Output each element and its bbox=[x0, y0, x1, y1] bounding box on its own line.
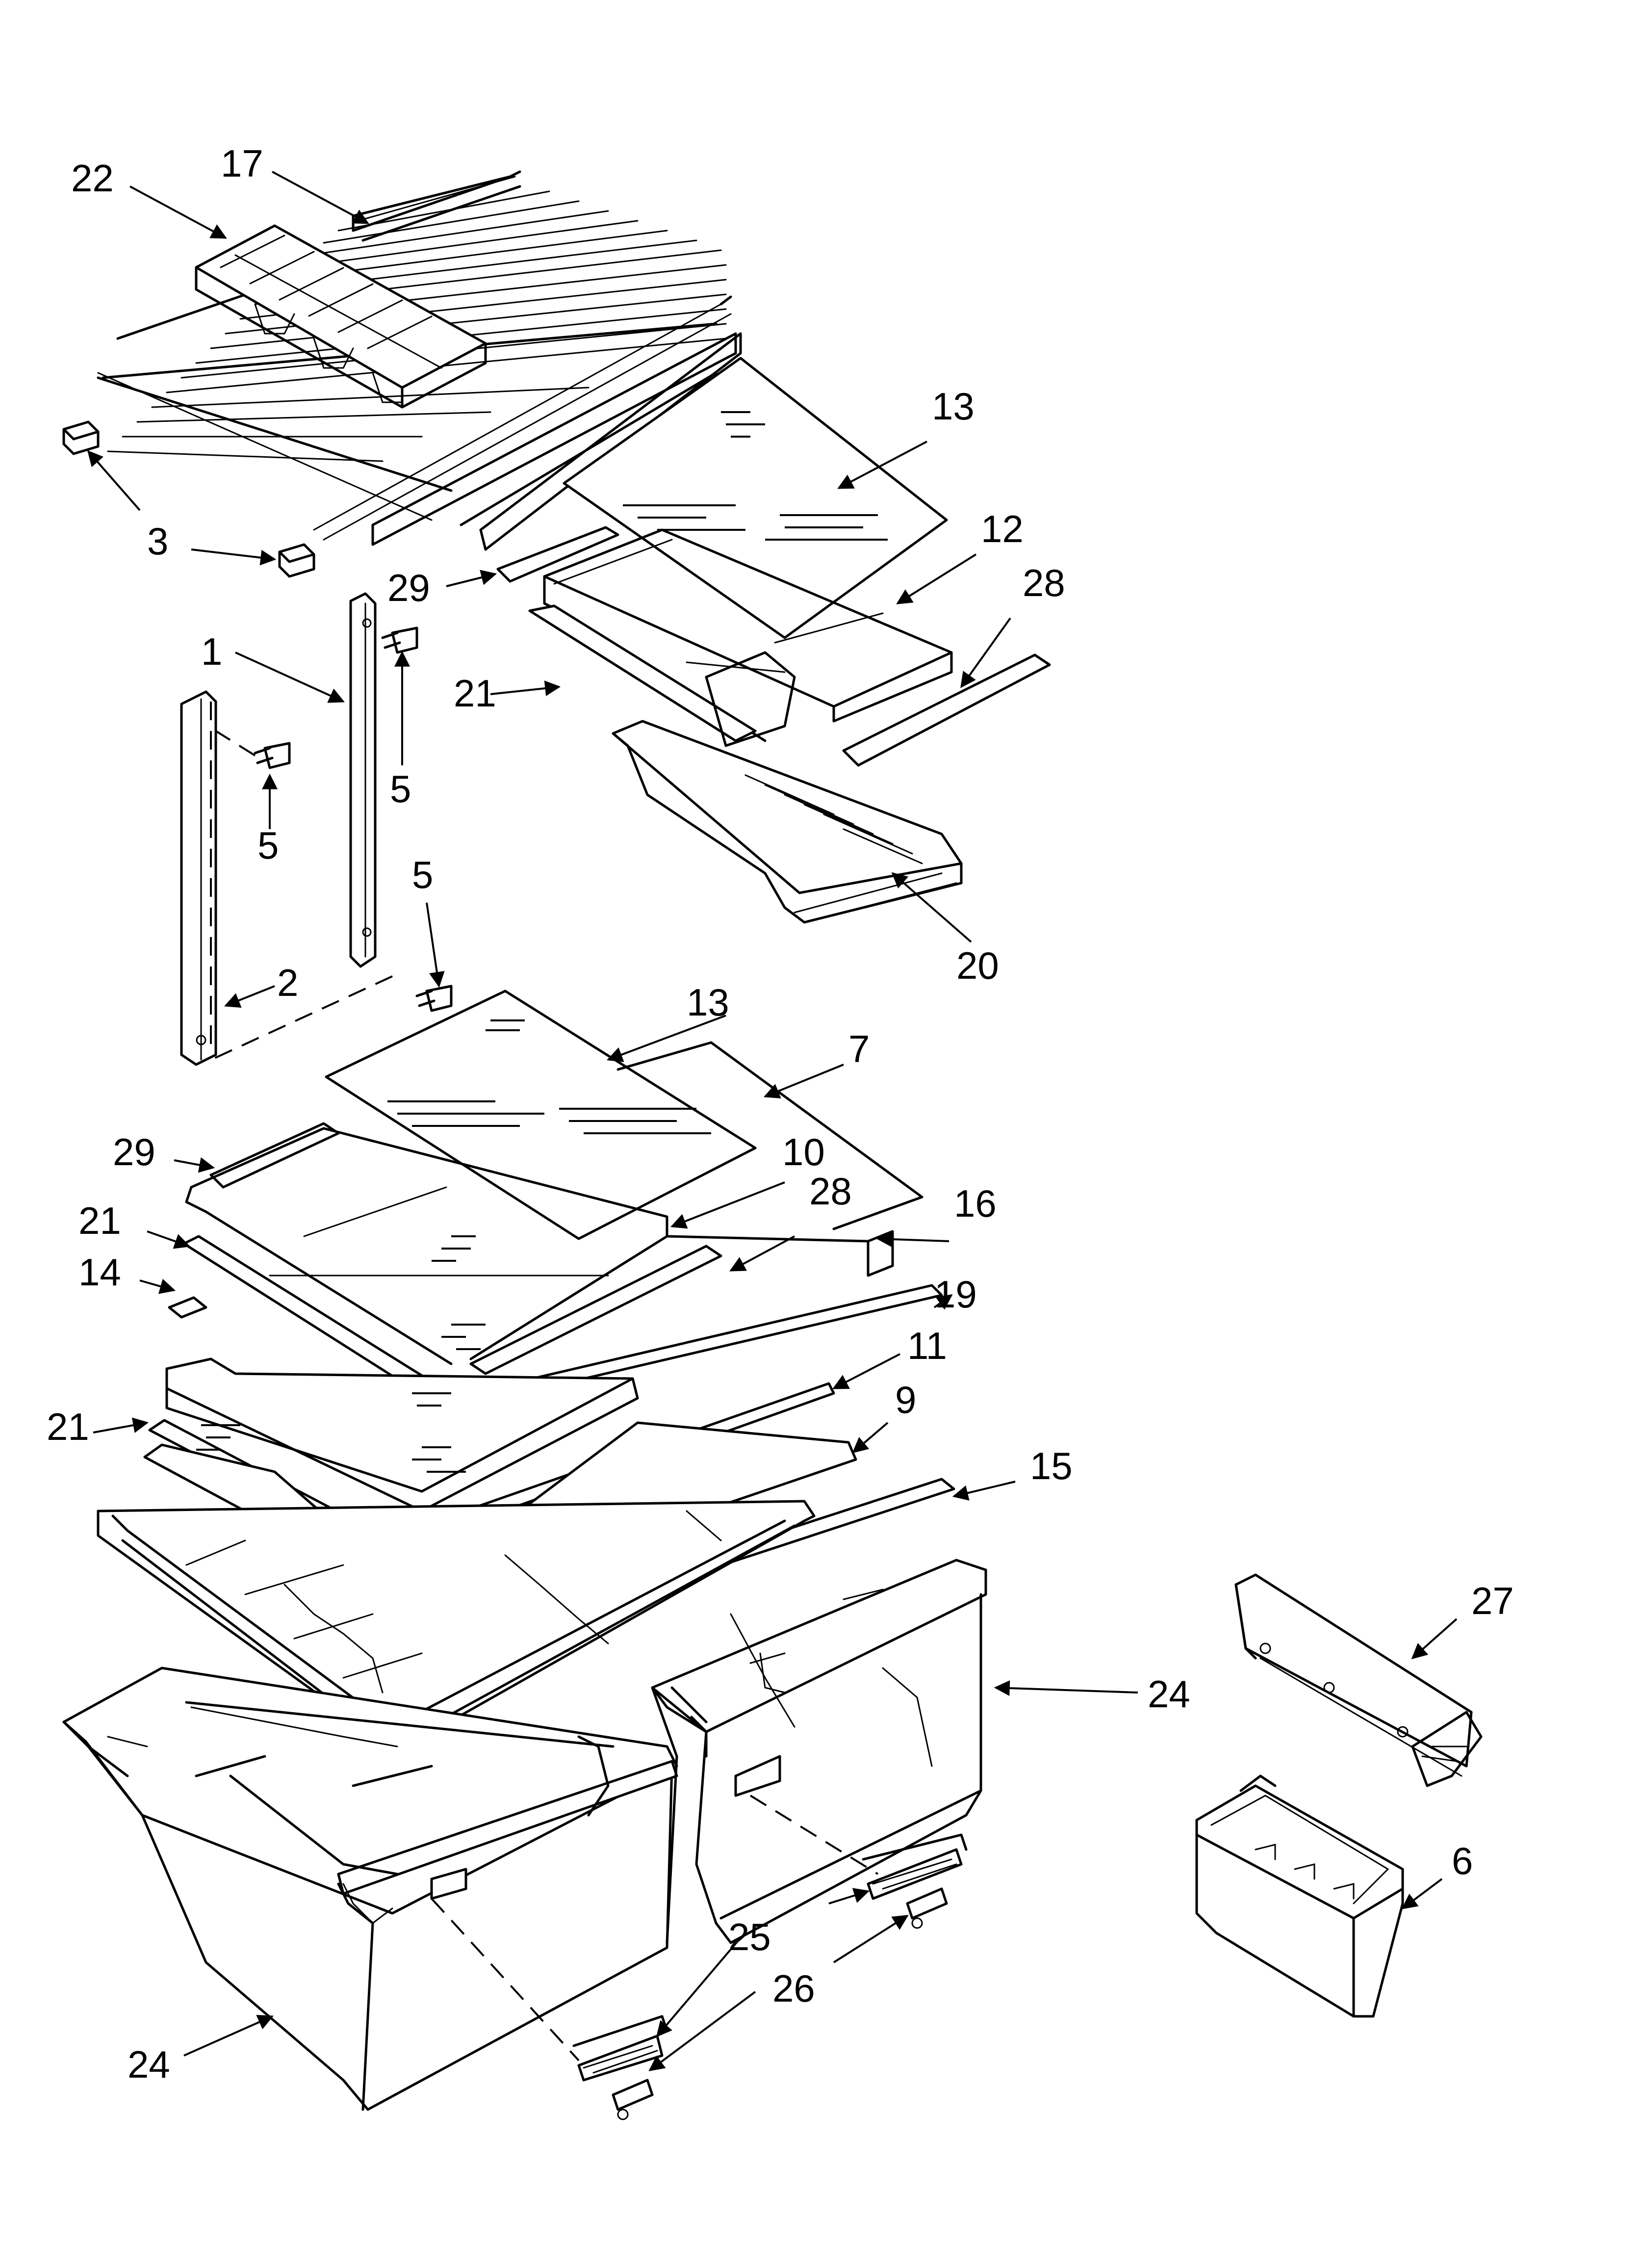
callout-1: 1 bbox=[201, 630, 222, 673]
callout-15: 15 bbox=[1030, 1444, 1073, 1487]
callout-22: 22 bbox=[71, 156, 114, 200]
callout-21-lower: 21 bbox=[47, 1405, 89, 1448]
ice-cube-tray bbox=[195, 224, 487, 409]
lower-shelf-small-bracket bbox=[168, 1296, 207, 1319]
callout-24-left: 24 bbox=[128, 2043, 170, 2086]
callout-21-upper: 21 bbox=[454, 672, 496, 715]
pan-label-alignment-left bbox=[431, 1898, 580, 2061]
ladder-screw-bottom bbox=[415, 985, 453, 1012]
callout-16: 16 bbox=[954, 1182, 997, 1225]
callout-6: 6 bbox=[1452, 1839, 1473, 1882]
callout-14: 14 bbox=[78, 1251, 121, 1294]
callout-27: 27 bbox=[1471, 1579, 1514, 1622]
label-slide-right bbox=[906, 1887, 948, 1929]
label-holder-left bbox=[572, 2015, 668, 2082]
callout-3: 3 bbox=[147, 520, 168, 563]
leader-lines bbox=[87, 171, 1458, 2071]
callout-5-middle: 5 bbox=[257, 824, 279, 867]
ladder-screw-top bbox=[381, 626, 418, 654]
door-shelf-rail bbox=[1234, 1573, 1483, 1787]
upper-glass-shelf bbox=[563, 357, 948, 639]
lower-shelf-center-rail bbox=[469, 1245, 722, 1375]
callout-25: 25 bbox=[728, 1915, 771, 1958]
crisper-divider bbox=[577, 1686, 678, 1944]
upper-shelf-side-rail bbox=[528, 604, 757, 742]
ladder-alignment-line bbox=[205, 975, 393, 1063]
callout-29-upper: 29 bbox=[387, 566, 430, 609]
shelf-stud-left bbox=[62, 420, 100, 455]
callout-13-lower: 13 bbox=[687, 981, 729, 1024]
lower-shelf-frame bbox=[185, 1127, 668, 1365]
left-shelf-ladder bbox=[180, 690, 217, 1066]
shelf-stud-right bbox=[278, 543, 315, 578]
right-crisper-pan bbox=[651, 1559, 987, 1944]
callout-9: 9 bbox=[895, 1378, 916, 1421]
callout-19: 19 bbox=[934, 1273, 977, 1316]
callout-28-lower: 28 bbox=[809, 1170, 852, 1213]
callout-5-top: 5 bbox=[390, 767, 411, 810]
pan-label-window-right bbox=[734, 1755, 781, 1797]
upper-shelf-front-trim bbox=[496, 526, 619, 583]
callout-12: 12 bbox=[981, 507, 1024, 550]
label-slide-left bbox=[612, 2079, 654, 2120]
callout-labels: 22 17 3 1 5 5 5 2 29 21 13 12 28 20 13 7… bbox=[47, 142, 1514, 2086]
callout-20: 20 bbox=[956, 944, 999, 987]
label-holder-right bbox=[862, 1833, 968, 1900]
pan-label-window bbox=[430, 1868, 467, 1900]
callout-2: 2 bbox=[277, 961, 298, 1004]
right-shelf-ladder bbox=[349, 592, 377, 968]
shelf-glass-panel bbox=[616, 1041, 924, 1230]
callout-10: 10 bbox=[782, 1130, 825, 1173]
crisper-drawer bbox=[612, 651, 963, 924]
callout-7: 7 bbox=[848, 1027, 870, 1070]
upper-shelf-rear-rail bbox=[842, 653, 1051, 767]
callout-11: 11 bbox=[907, 1324, 947, 1367]
callout-5-bottom: 5 bbox=[412, 853, 433, 896]
callout-13-upper: 13 bbox=[932, 385, 975, 428]
ladder-screw-middle bbox=[215, 730, 291, 769]
callout-21-middle: 21 bbox=[78, 1199, 121, 1242]
lower-shelf-front-trim bbox=[209, 1122, 340, 1189]
callout-28-upper: 28 bbox=[1023, 561, 1065, 604]
left-crisper-pan bbox=[62, 1667, 678, 2111]
door-storage-bin bbox=[1195, 1774, 1404, 2018]
callout-29-lower: 29 bbox=[113, 1130, 155, 1173]
pan-label-alignment-right bbox=[749, 1795, 879, 1875]
callout-24-right: 24 bbox=[1148, 1672, 1190, 1716]
lower-glass-shelf bbox=[325, 990, 757, 1240]
callout-17: 17 bbox=[221, 142, 263, 185]
callout-26: 26 bbox=[772, 1967, 815, 2010]
